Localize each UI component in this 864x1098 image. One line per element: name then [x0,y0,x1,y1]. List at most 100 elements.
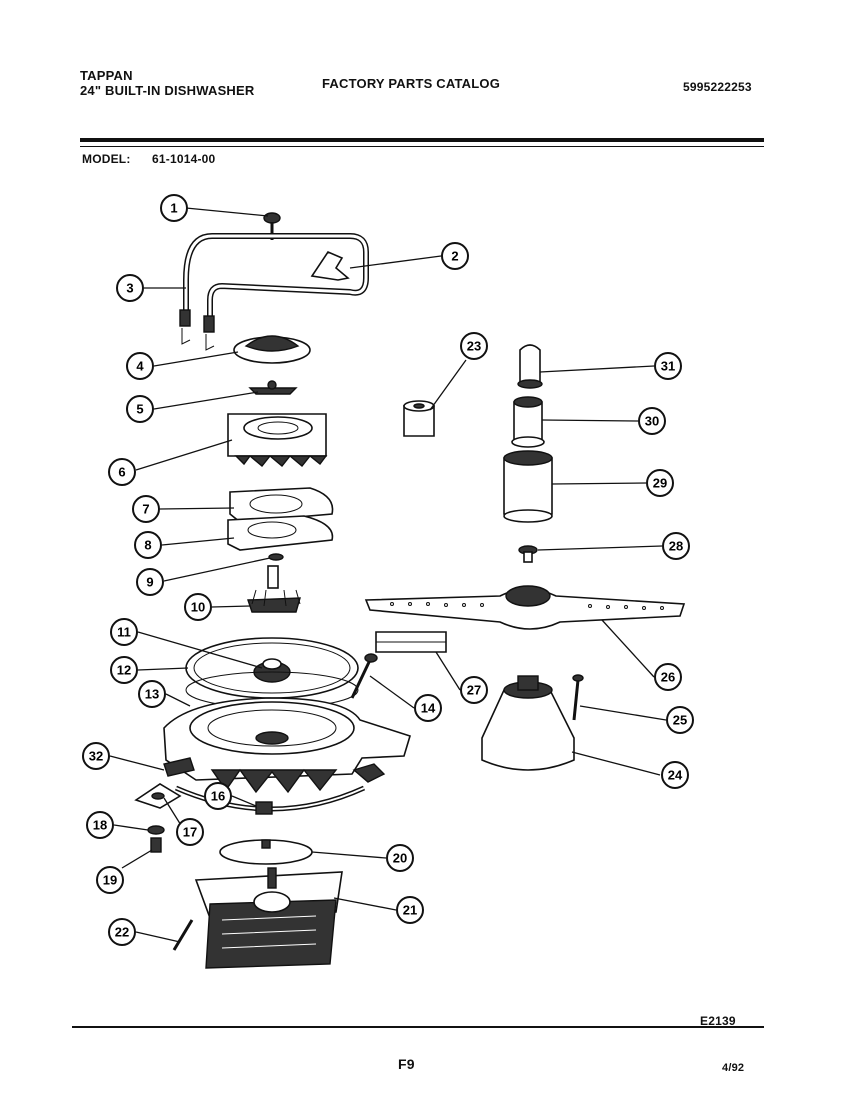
svg-text:13: 13 [145,687,159,702]
callout-22: 22 [108,918,136,946]
callout-23: 23 [460,332,488,360]
svg-text:31: 31 [661,359,675,374]
part-base-bolt [572,674,584,721]
svg-text:30: 30 [645,414,659,429]
brand-block: TAPPAN 24" BUILT-IN DISHWASHER [80,68,254,98]
part-motor-shield [219,839,313,865]
catalog-date: 4/92 [722,1062,745,1074]
svg-text:23: 23 [467,339,481,354]
callout-6: 6 [108,458,136,486]
callout-27: 27 [460,676,488,704]
callout-30: 30 [638,407,666,435]
callout-28: 28 [662,532,690,560]
svg-text:18: 18 [93,818,107,833]
part-filter-cover [233,335,311,364]
svg-text:8: 8 [144,538,151,553]
part-bolt [350,653,378,699]
svg-text:2: 2 [451,249,458,264]
svg-text:27: 27 [467,683,481,698]
callout-2: 2 [441,242,469,270]
svg-text:7: 7 [142,502,149,517]
callout-25: 25 [666,706,694,734]
callout-4: 4 [126,352,154,380]
callout-31: 31 [654,352,682,380]
model-label: MODEL: [82,152,131,166]
part-screw-small [150,837,162,853]
svg-text:14: 14 [421,701,436,716]
svg-text:24: 24 [668,768,683,783]
part-spray-tube-top [517,344,543,389]
callout-1: 1 [160,194,188,222]
callout-11: 11 [110,618,138,646]
svg-text:22: 22 [115,925,129,940]
part-seal [268,553,284,561]
callout-29: 29 [646,469,674,497]
callout-16: 16 [204,782,232,810]
part-spray-tube-bottom [503,450,553,523]
callout-9: 9 [136,568,164,596]
svg-text:26: 26 [661,670,675,685]
svg-text:19: 19 [103,873,117,888]
product-name: 24" BUILT-IN DISHWASHER [80,83,255,98]
svg-text:5: 5 [136,402,143,417]
callout-8: 8 [134,531,162,559]
callout-13: 13 [138,680,166,708]
svg-text:11: 11 [117,625,131,640]
svg-text:9: 9 [146,575,153,590]
model-value: 61-1014-00 [152,152,216,166]
part-chopper-ring [185,637,359,709]
part-washer [147,825,165,835]
callout-26: 26 [654,663,682,691]
svg-text:32: 32 [89,749,103,764]
part-plate-lower [227,515,334,551]
svg-text:3: 3 [126,281,133,296]
part-motor-bracket [134,783,182,809]
part-pump-housing [227,413,328,467]
catalog-part-number: 5995222253 [683,80,752,94]
leader-lines [109,207,667,943]
page-number: F9 [398,1056,415,1072]
callout-32: 32 [82,742,110,770]
callout-7: 7 [132,495,160,523]
catalog-title: FACTORY PARTS CATALOG [322,76,501,91]
svg-text:17: 17 [183,825,197,840]
svg-text:20: 20 [393,851,407,866]
part-spray-base [481,675,575,771]
part-bracket [163,757,195,777]
callout-24: 24 [661,761,689,789]
callout-17: 17 [176,818,204,846]
part-impeller [247,565,301,613]
svg-text:29: 29 [653,476,667,491]
header-rule-thin [80,146,764,147]
part-nut [518,545,538,563]
part-sump [163,697,411,794]
brand-name: TAPPAN [80,68,133,83]
svg-text:1: 1 [170,201,177,216]
part-motor [194,867,343,969]
callout-10: 10 [184,593,212,621]
part-clamp [174,763,386,815]
footer-rule [72,1026,764,1028]
part-motor-screw [172,919,194,951]
svg-text:21: 21 [403,903,417,918]
callout-21: 21 [396,896,424,924]
svg-text:12: 12 [117,663,131,678]
part-spray-arm [364,585,686,630]
svg-text:25: 25 [673,713,687,728]
part-wash-tube [179,233,369,351]
part-spray-tube-middle [511,396,545,448]
callout-12: 12 [110,656,138,684]
callout-14: 14 [414,694,442,722]
callout-5: 5 [126,395,154,423]
svg-text:4: 4 [136,359,144,374]
svg-text:10: 10 [191,600,205,615]
part-cap [403,400,435,437]
callout-20: 20 [386,844,414,872]
svg-text:6: 6 [118,465,125,480]
callout-18: 18 [86,811,114,839]
callout-19: 19 [96,866,124,894]
header-rule-thick [80,138,764,142]
callout-3: 3 [116,274,144,302]
part-mounting-bar [375,631,447,653]
